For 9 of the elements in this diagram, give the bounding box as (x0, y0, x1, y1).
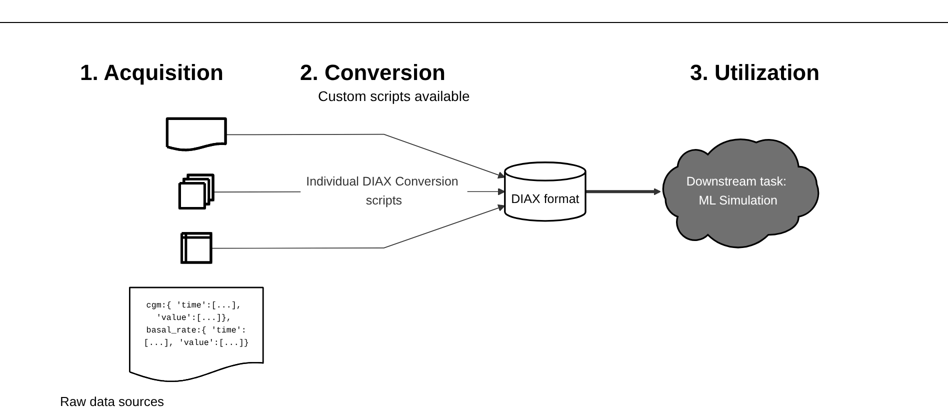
arrow (586, 188, 661, 196)
column-heading: 3. Utilization (690, 60, 820, 86)
edge-label: Individual DIAX Conversion scripts (306, 174, 458, 208)
arrow (226, 134, 506, 179)
subheading: Custom scripts available (318, 88, 470, 104)
arrow (210, 204, 506, 249)
column-heading: 2. Conversion (300, 60, 446, 86)
source-caption: Raw data sources (60, 394, 164, 409)
column-heading: 1. Acquisition (80, 60, 224, 86)
